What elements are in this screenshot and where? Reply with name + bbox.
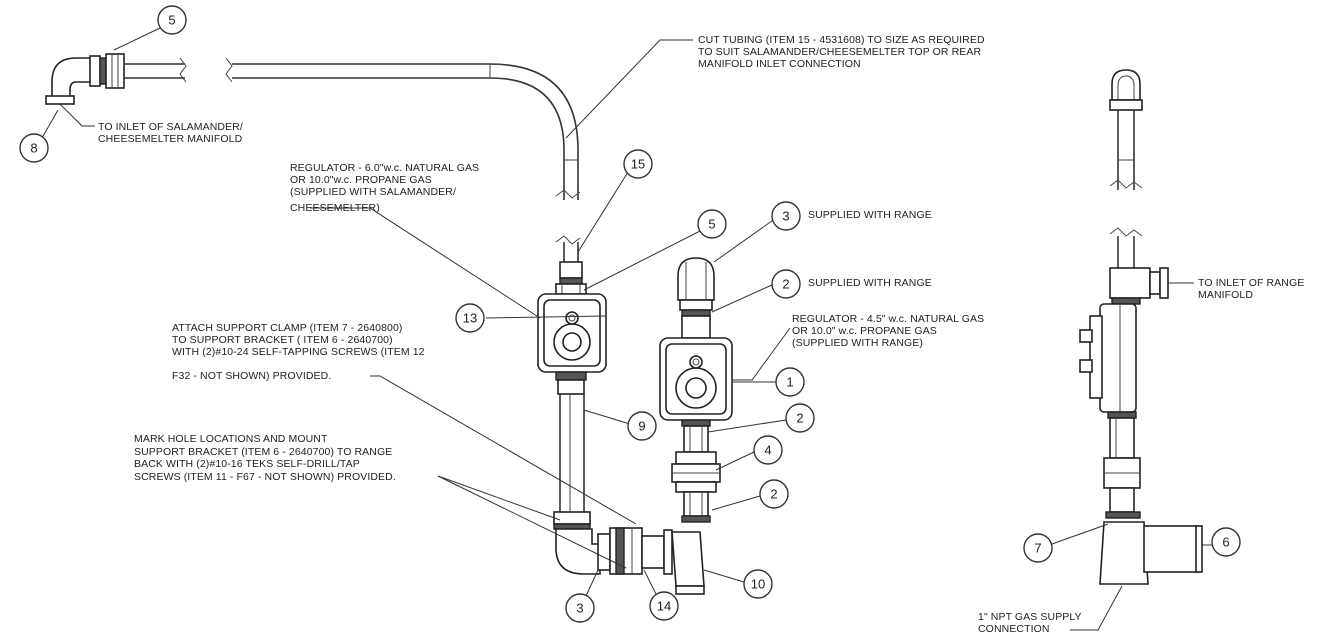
item-balloon-9: 9	[627, 411, 657, 441]
note-line: MANIFOLD	[1198, 289, 1253, 301]
svg-text:4: 4	[764, 443, 771, 458]
note-line: (SUPPLIED WITH SALAMANDER/	[290, 186, 456, 198]
item-balloon-2: 2	[759, 479, 789, 509]
note-line: TO SUIT SALAMANDER/CHEESEMELTER TOP OR R…	[698, 46, 982, 58]
range-regulator-assembly	[659, 257, 733, 523]
note-line: CONNECTION	[978, 623, 1050, 635]
item-balloon-7: 7	[1023, 533, 1053, 563]
item-balloon-14: 14	[649, 591, 679, 621]
note-line: TO INLET OF SALAMANDER/	[98, 121, 243, 133]
note-line: REGULATOR - 4.5" w.c. NATURAL GAS	[792, 313, 984, 325]
note-line: WITH (2)#10-24 SELF-TAPPING SCREWS (ITEM…	[172, 346, 425, 358]
note-line: BACK WITH (2)#10-16 TEKS SELF-DRILL/TAP	[134, 458, 360, 470]
svg-text:10: 10	[751, 577, 765, 592]
note-npt-supply: 1" NPT GAS SUPPLY CONNECTION	[978, 611, 1082, 635]
note-line: F32 - NOT SHOWN) PROVIDED.	[172, 370, 331, 382]
note-line: SUPPORT BRACKET (ITEM 6 - 2640700) TO RA…	[134, 446, 392, 458]
tubing-item-15	[232, 63, 581, 200]
note-line: ATTACH SUPPORT CLAMP (ITEM 7 - 2640800)	[172, 322, 403, 334]
svg-text:3: 3	[576, 601, 583, 616]
salamander-regulator-assembly	[537, 235, 607, 575]
note-line: TO SUPPORT BRACKET ( ITEM 6 - 2640700)	[172, 334, 393, 346]
item-balloon-6: 6	[1211, 527, 1241, 557]
note-mark-hole: MARK HOLE LOCATIONS AND MOUNT SUPPORT BR…	[134, 433, 396, 483]
note-line: 1" NPT GAS SUPPLY	[978, 611, 1082, 623]
note-support-clamp: ATTACH SUPPORT CLAMP (ITEM 7 - 2640800) …	[172, 322, 425, 382]
note-line: CHEESEMELTER)	[290, 202, 380, 214]
note-line: CHEESEMELTER MANIFOLD	[98, 133, 243, 145]
item-balloon-2: 2	[785, 403, 815, 433]
svg-text:1: 1	[786, 375, 793, 390]
note-line: MARK HOLE LOCATIONS AND MOUNT	[134, 433, 328, 445]
note-line: (SUPPLIED WITH RANGE)	[792, 337, 923, 349]
svg-text:14: 14	[657, 599, 671, 614]
note-cut-tubing: CUT TUBING (ITEM 15 - 4531608) TO SIZE A…	[698, 34, 985, 70]
note-line: TO INLET OF RANGE	[1198, 277, 1304, 289]
svg-text:13: 13	[463, 311, 477, 326]
salamander-inlet-elbow	[45, 53, 233, 105]
note-line: SCREWS (ITEM 11 - F67 - NOT SHOWN) PROVI…	[134, 471, 396, 483]
note-line: MANIFOLD INLET CONNECTION	[698, 58, 861, 70]
item-balloon-4: 4	[753, 435, 783, 465]
item-balloon-2: 2	[771, 269, 801, 299]
svg-text:5: 5	[168, 13, 175, 28]
item-balloon-8: 8	[19, 133, 49, 163]
item-balloon-3: 3	[565, 593, 595, 623]
note-line: CUT TUBING (ITEM 15 - 4531608) TO SIZE A…	[698, 34, 985, 46]
item-balloon-13: 13	[455, 303, 485, 333]
note-supplied-with-range-3: SUPPLIED WITH RANGE	[808, 209, 932, 221]
svg-text:9: 9	[638, 419, 645, 434]
leader-lines	[41, 27, 1212, 631]
svg-text:2: 2	[796, 411, 803, 426]
svg-text:3: 3	[782, 209, 789, 224]
note-line: OR 10.0" w.c. PROPANE GAS	[792, 325, 937, 337]
svg-text:7: 7	[1034, 541, 1041, 556]
item-balloon-5: 5	[697, 209, 727, 239]
note-regulator-salamander: REGULATOR - 6.0"w.c. NATURAL GAS OR 10.0…	[290, 162, 479, 214]
item-balloon-3: 3	[771, 201, 801, 231]
bottom-manifold-connection	[597, 527, 705, 595]
svg-text:6: 6	[1222, 535, 1229, 550]
item-balloon-5: 5	[157, 5, 187, 35]
note-regulator-range: REGULATOR - 4.5" w.c. NATURAL GAS OR 10.…	[792, 313, 984, 349]
item-balloon-1: 1	[775, 367, 805, 397]
svg-text:2: 2	[782, 277, 789, 292]
side-view-assembly	[1079, 69, 1203, 585]
svg-text:15: 15	[631, 157, 645, 172]
svg-text:5: 5	[708, 217, 715, 232]
note-inlet-salamander: TO INLET OF SALAMANDER/ CHEESEMELTER MAN…	[98, 121, 243, 145]
note-line: OR 10.0"w.c. PROPANE GAS	[290, 174, 432, 186]
svg-text:8: 8	[30, 141, 37, 156]
item-balloon-15: 15	[623, 149, 653, 179]
svg-text:2: 2	[770, 487, 777, 502]
note-supplied-with-range-2: SUPPLIED WITH RANGE	[808, 277, 932, 289]
note-line: REGULATOR - 6.0"w.c. NATURAL GAS	[290, 162, 479, 174]
item-balloon-10: 10	[743, 569, 773, 599]
note-inlet-range: TO INLET OF RANGE MANIFOLD	[1198, 277, 1304, 301]
